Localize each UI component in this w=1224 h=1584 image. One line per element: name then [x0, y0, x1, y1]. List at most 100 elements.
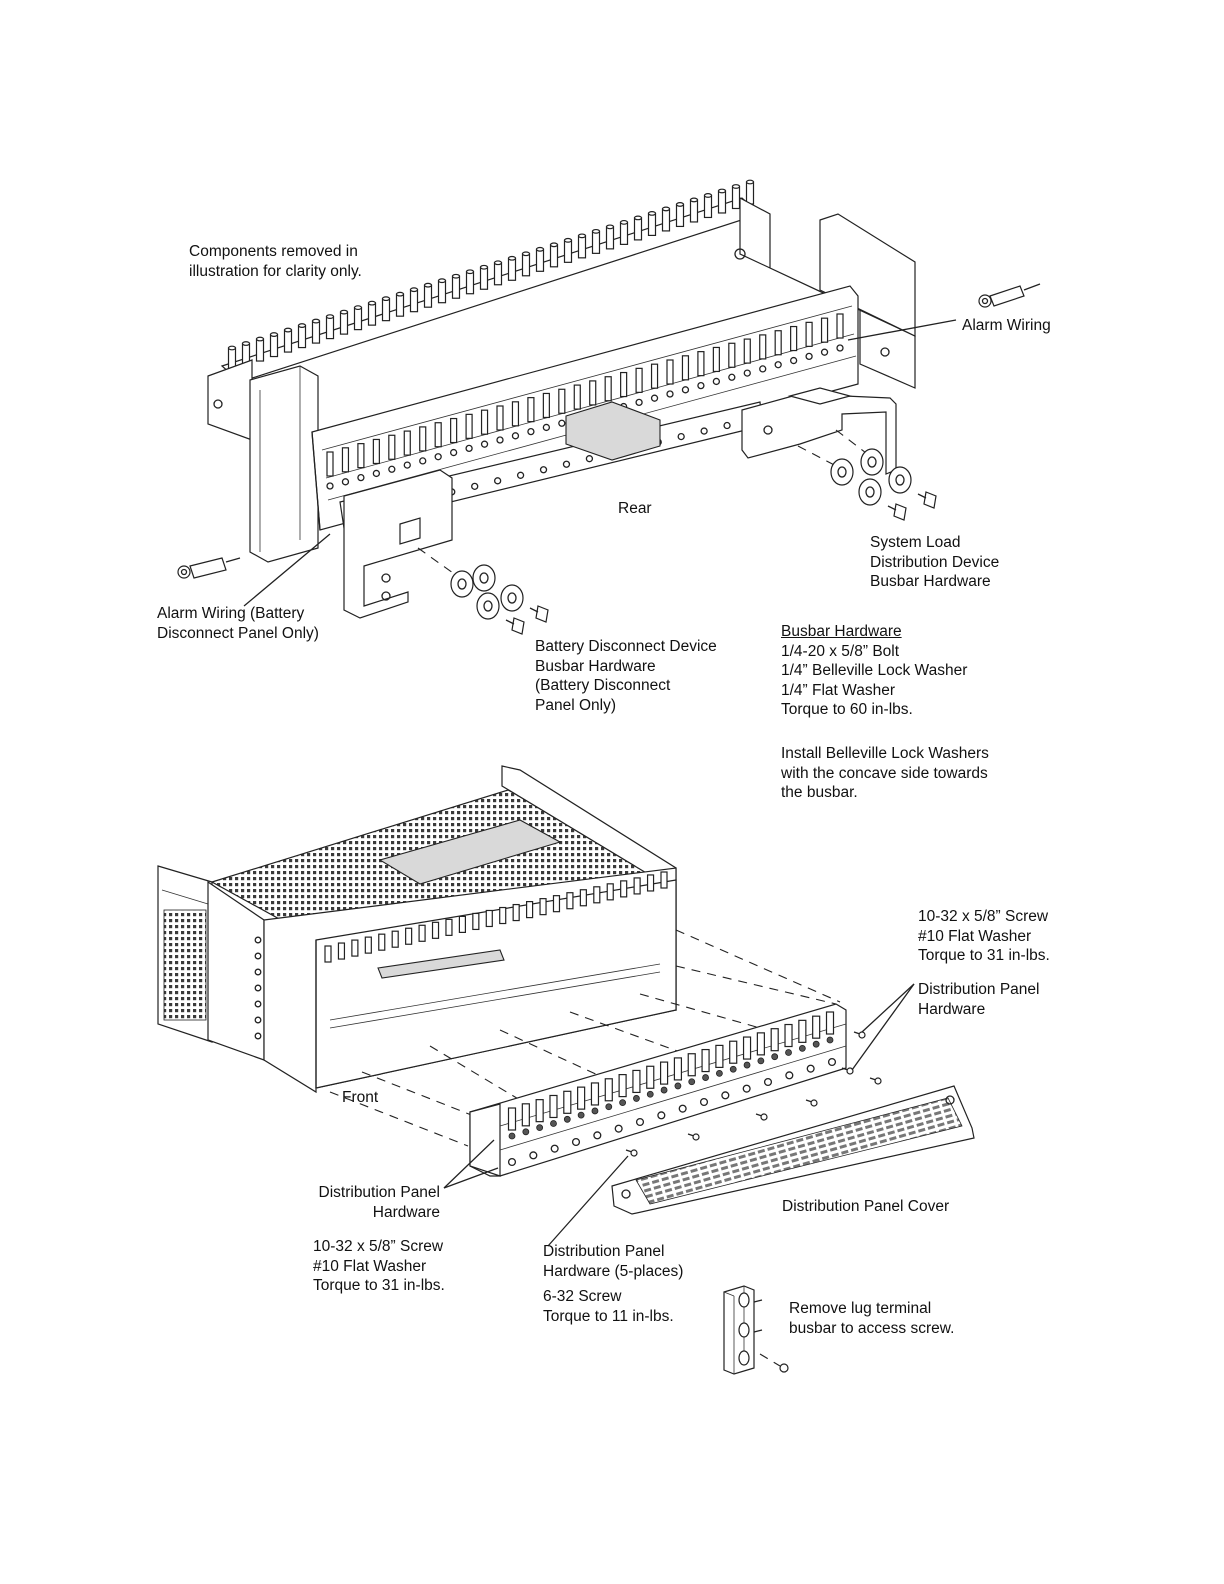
belleville-note-line-3: the busbar.	[781, 784, 858, 802]
alarm-wiring-text: Alarm Wiring	[962, 317, 1051, 334]
leader-dist-hw-left-2	[443, 1167, 499, 1189]
belleville-note-line-1: Install Belleville Lock Washers	[781, 745, 989, 762]
front-assembly-drawing	[157, 765, 975, 1375]
remove-lug-line-1: Remove lug terminal	[789, 1300, 932, 1317]
lug-access-screw	[779, 1363, 789, 1373]
front-inner-bar	[377, 949, 505, 979]
screw-632-line-2: Torque to 11 in-lbs.	[543, 1307, 674, 1325]
screw-spec-right-line-3: Torque to 31 in-lbs.	[918, 947, 1050, 965]
distribution-panel-screws	[625, 1031, 882, 1157]
rear-left-mount-ear	[207, 359, 253, 441]
rear-bolt-1	[535, 605, 549, 623]
rear-flat-washer-4	[858, 478, 882, 506]
rear-right-bracket	[739, 197, 916, 389]
dist-panel-hw-5-line-1: Distribution Panel	[543, 1243, 665, 1260]
dist-panel-hw-right: Distribution Panel Hardware	[918, 980, 1039, 1019]
system-load-line-3: Busbar Hardware	[870, 573, 991, 591]
rear-flat-washer-2	[476, 592, 500, 620]
battery-disconnect-label: Battery Disconnect Device Busbar Hardwar…	[535, 637, 717, 715]
rear-flat-washer-1	[450, 570, 474, 598]
remove-lug-note: Remove lug terminal busbar to access scr…	[789, 1299, 954, 1338]
battery-disconnect-line-4: Panel Only)	[535, 696, 616, 714]
leader-dist-hw-right-1	[861, 983, 915, 1033]
battery-disconnect-line-1: Battery Disconnect Device	[535, 638, 717, 655]
screw-spec-left-line-3: Torque to 31 in-lbs.	[313, 1277, 445, 1295]
front-comb-posts	[324, 871, 668, 963]
belleville-note: Install Belleville Lock Washers with the…	[781, 744, 989, 803]
battery-busbar-slot	[399, 517, 421, 545]
system-load-busbar	[741, 393, 897, 475]
system-load-label: System Load Distribution Device Busbar H…	[870, 533, 999, 592]
alarm-wiring-lug-left	[177, 557, 241, 579]
screw-632-spec: 6-32 Screw Torque to 11 in-lbs.	[543, 1287, 674, 1326]
leader-dist-hw-5	[547, 1155, 629, 1247]
front-left-ear-holes	[254, 936, 262, 1040]
system-load-line-2: Distribution Device	[870, 553, 1000, 571]
screw-spec-right-line-1: 10-32 x 5/8” Screw	[918, 908, 1049, 925]
leader-dist-hw-left-1	[443, 1139, 495, 1189]
distribution-panel-holes	[507, 1057, 837, 1167]
screw-632-line-1: 6-32 Screw	[543, 1288, 622, 1305]
dist-panel-hw-left-line-1: Distribution Panel	[318, 1184, 440, 1201]
dist-panel-hw-left-line-2: Hardware	[372, 1203, 440, 1221]
distribution-panel-slots	[507, 1011, 835, 1140]
screw-spec-right: 10-32 x 5/8” Screw #10 Flat Washer Torqu…	[918, 907, 1050, 966]
busbar-hardware-block: Busbar Hardware 1/4-20 x 5/8” Bolt 1/4” …	[781, 622, 967, 720]
front-top-module	[378, 819, 562, 885]
busbar-spec-torque: Torque to 60 in-lbs.	[781, 701, 913, 719]
screw-spec-left-line-2: #10 Flat Washer	[313, 1257, 427, 1275]
dist-panel-cover-label: Distribution Panel Cover	[782, 1197, 949, 1217]
busbar-spec-bolt: 1/4-20 x 5/8” Bolt	[781, 642, 900, 660]
rear-comb-posts	[227, 179, 755, 371]
battery-disconnect-line-2: Busbar Hardware	[535, 657, 656, 675]
rear-center-block	[565, 401, 661, 461]
front-exploded-guides	[329, 929, 841, 1147]
rear-label: Rear	[618, 499, 652, 519]
rear-lock-washer-4	[888, 466, 912, 494]
rear-bolt-4	[893, 503, 907, 521]
dist-panel-hw-left: Distribution Panel Hardware	[312, 1183, 440, 1222]
screw-spec-right-line-2: #10 Flat Washer	[918, 927, 1032, 945]
dist-panel-hw-right-line-1: Distribution Panel	[918, 981, 1040, 998]
alarm-wiring-label: Alarm Wiring	[962, 316, 1051, 336]
alarm-wiring-battery-line-1: Alarm Wiring (Battery	[157, 605, 305, 622]
leader-dist-hw-right-2	[851, 983, 915, 1071]
rear-bolt-3	[923, 491, 937, 509]
alarm-wiring-battery-label: Alarm Wiring (Battery Disconnect Panel O…	[157, 604, 319, 643]
rear-lock-washer-1	[472, 564, 496, 592]
leader-alarm-wiring	[847, 319, 957, 341]
system-load-line-1: System Load	[870, 534, 961, 551]
remove-lug-line-2: busbar to access screw.	[789, 1319, 955, 1337]
rear-breaker-slots	[326, 313, 844, 490]
alarm-wiring-lug-right	[978, 283, 1041, 308]
rear-text: Rear	[618, 500, 652, 517]
rear-flat-washer-3	[830, 458, 854, 486]
dist-panel-hw-right-line-2: Hardware	[918, 1000, 986, 1018]
front-label: Front	[342, 1088, 378, 1108]
busbar-hardware-title: Busbar Hardware	[781, 623, 902, 640]
front-text: Front	[342, 1089, 379, 1106]
busbar-spec-flat-washer: 1/4” Flat Washer	[781, 681, 895, 699]
system-load-busbar-tab	[787, 387, 853, 405]
busbar-spec-lock-washer: 1/4” Belleville Lock Washer	[781, 662, 968, 680]
screw-spec-left-line-1: 10-32 x 5/8” Screw	[313, 1238, 444, 1255]
rear-lock-washer-3	[860, 448, 884, 476]
alarm-wiring-battery-line-2: Disconnect Panel Only)	[157, 624, 319, 642]
distribution-panel-endcap	[469, 1103, 501, 1177]
rear-bolt-2	[511, 617, 525, 635]
dist-panel-hw-5: Distribution Panel Hardware (5-places)	[543, 1242, 683, 1281]
screw-spec-left: 10-32 x 5/8” Screw #10 Flat Washer Torqu…	[313, 1237, 445, 1296]
leader-alarm-wiring-battery	[243, 533, 331, 607]
components-note-line-2: illustration for clarity only.	[189, 262, 362, 280]
dist-panel-hw-5-line-2: Hardware (5-places)	[543, 1262, 684, 1280]
belleville-note-line-2: with the concave side towards	[781, 764, 988, 782]
components-note: Components removed in illustration for c…	[189, 242, 362, 281]
distribution-panel-cover-grill	[635, 1097, 963, 1205]
battery-disconnect-busbar	[343, 469, 453, 619]
dist-panel-cover-text: Distribution Panel Cover	[782, 1198, 950, 1215]
rear-lock-washer-2	[500, 584, 524, 612]
components-note-line-1: Components removed in	[189, 243, 358, 260]
rear-assembly-drawing	[177, 179, 1041, 635]
